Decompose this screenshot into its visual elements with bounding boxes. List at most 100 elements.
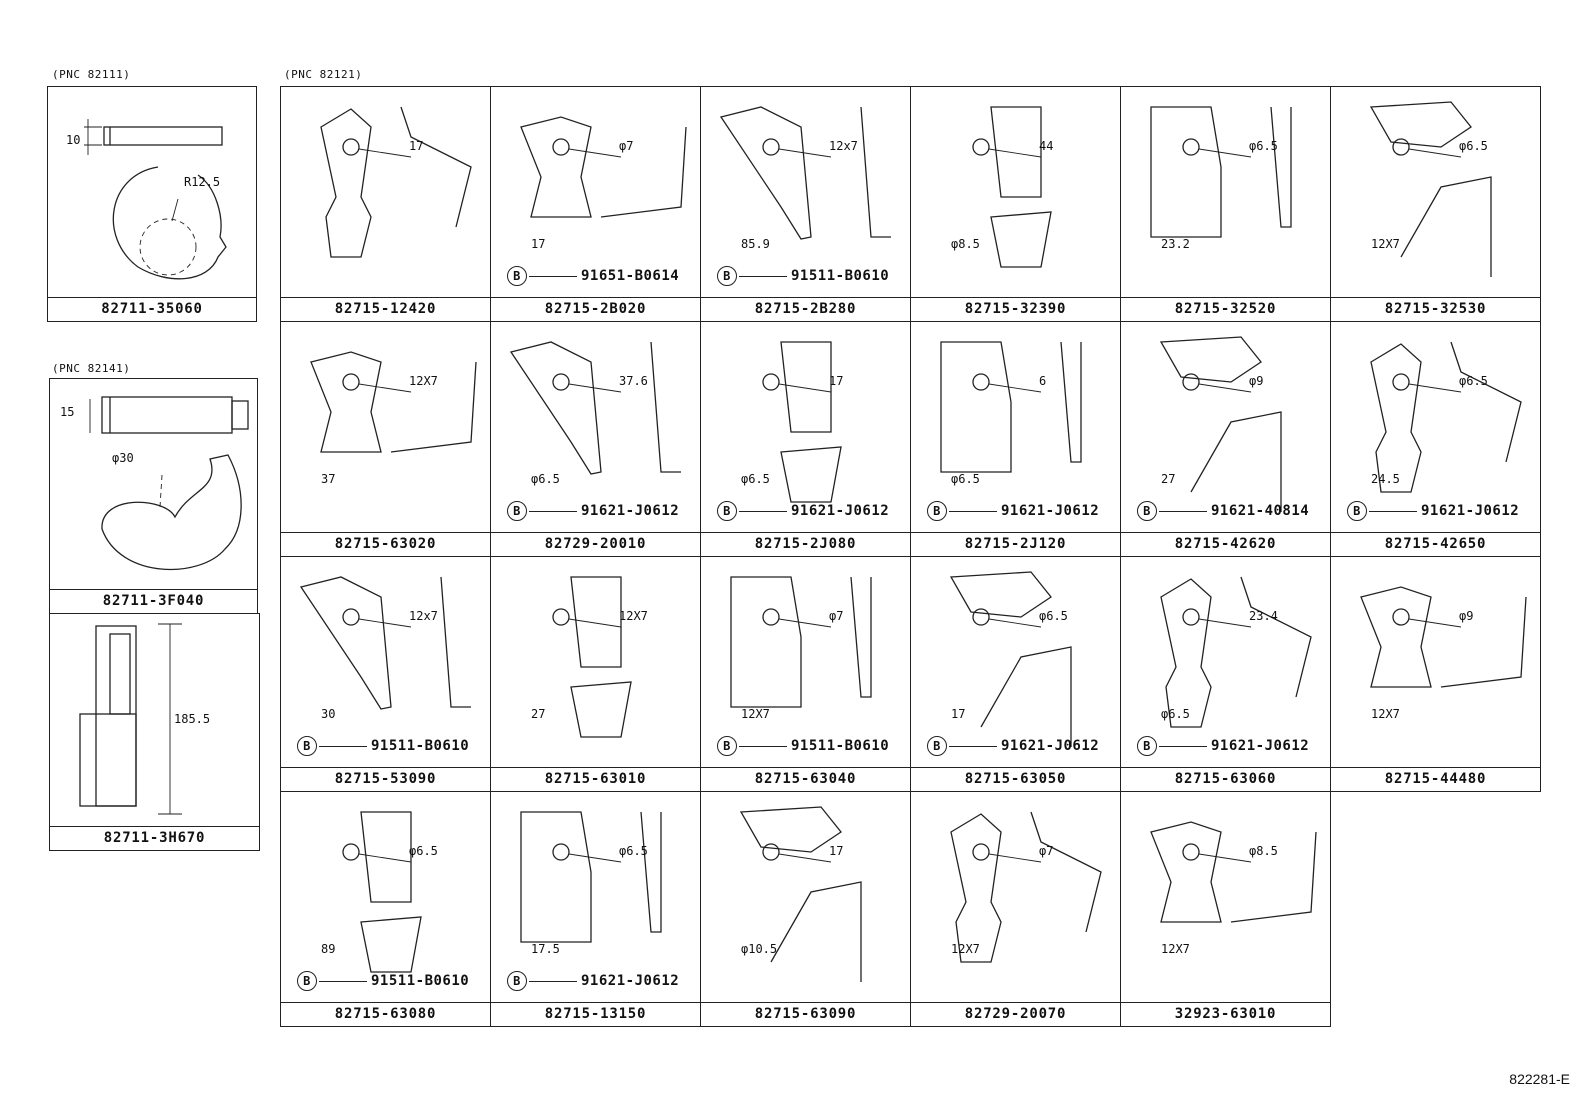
part-cell-82711-3H670[interactable]: 185.5 82711-3H670 (49, 613, 260, 851)
part-number: 82711-3H670 (50, 826, 259, 850)
part-number: 82711-35060 (48, 297, 256, 321)
bracket-drawing (320, 106, 472, 258)
bolt-symbol: B (1137, 736, 1157, 756)
diagram-reference: 822281-E (1509, 1071, 1570, 1087)
bolt-symbol: B (507, 971, 527, 991)
dimension-label: φ7 (619, 139, 634, 153)
part-number: 82715-63020 (281, 532, 490, 556)
dimension-label: φ6.5 (1459, 374, 1488, 388)
part-cell-82715-32520[interactable]: φ6.5 23.2 82715-32520 (1120, 86, 1331, 322)
dimension-label: 23.4 (1249, 609, 1278, 623)
dim-15: 15 (60, 405, 75, 419)
leader-line (949, 745, 997, 747)
bracket-drawing (719, 106, 891, 240)
leader-line (529, 980, 577, 982)
part-number: 82715-32520 (1121, 297, 1330, 321)
bolt-part-number: 91621-J0612 (1001, 738, 1100, 754)
dimension-label: φ7 (829, 609, 844, 623)
bracket-drawing (940, 341, 1082, 473)
dimension-label: φ6.5 (951, 472, 980, 486)
part-number: 82715-2J120 (911, 532, 1120, 556)
bracket-drawing (1159, 336, 1282, 512)
part-number: 82729-20070 (911, 1002, 1120, 1026)
dimension-label: 12x7 (409, 609, 438, 623)
part-cell-82729-20070[interactable]: φ7 12X7 82729-20070 (910, 791, 1121, 1027)
part-number: 82715-63050 (911, 767, 1120, 791)
bolt-part-number: 91621-J0612 (1421, 503, 1520, 519)
part-number: 82715-63080 (281, 1002, 490, 1026)
part-number: 82715-2B280 (701, 297, 910, 321)
part-number: 82715-2J080 (701, 532, 910, 556)
part-cell-82711-35060[interactable]: 10 R12.5 82711-35060 (47, 86, 257, 322)
leader-line (1369, 510, 1417, 512)
part-number: 82715-63040 (701, 767, 910, 791)
bolt-symbol: B (717, 501, 737, 521)
bracket-drawing (552, 576, 632, 738)
leader-line (739, 745, 787, 747)
dimension-label: φ9 (1249, 374, 1264, 388)
leader-line (1159, 510, 1207, 512)
dimension-label: 12X7 (1371, 237, 1400, 251)
dimension-label: 12X7 (951, 942, 980, 956)
part-number: 82715-12420 (281, 297, 490, 321)
dimension-label: φ7 (1039, 844, 1054, 858)
part-cell-82715-12420[interactable]: 17 82715-12420 (280, 86, 491, 322)
dimension-label: φ6.5 (741, 472, 770, 486)
dimension-label: φ6.5 (1039, 609, 1068, 623)
bracket-drawing (1369, 101, 1492, 277)
pnc-82111-label: (PNC 82111) (52, 68, 131, 81)
leader-line (739, 510, 787, 512)
part-number: 82715-53090 (281, 767, 490, 791)
dimension-label: φ6.5 (1249, 139, 1278, 153)
leader-line (949, 510, 997, 512)
part-cell-82711-3F040[interactable]: 15 φ30 82711-3F040 (49, 378, 258, 614)
bracket-drawing (1150, 821, 1317, 923)
bracket-drawing (520, 811, 662, 943)
dimension-label: 23.2 (1161, 237, 1190, 251)
bracket-drawing (762, 341, 842, 503)
dimension-label: 17 (531, 237, 546, 251)
leader-line (739, 275, 787, 277)
part-number: 82715-63060 (1121, 767, 1330, 791)
dimension-label: φ9 (1459, 609, 1474, 623)
bracket-drawing (950, 811, 1102, 963)
bracket-drawing (1160, 576, 1312, 728)
dimension-label: φ6.5 (531, 472, 560, 486)
dimension-label: 17 (829, 844, 844, 858)
bolt-part-number: 91511-B0610 (371, 973, 470, 989)
bolt-symbol: B (927, 501, 947, 521)
dimension-label: φ6.5 (409, 844, 438, 858)
pnc-82141-label: (PNC 82141) (52, 362, 131, 375)
part-number: 32923-63010 (1121, 1002, 1330, 1026)
dimension-label: 12X7 (619, 609, 648, 623)
dimension-label: 85.9 (741, 237, 770, 251)
dimension-label: 17 (409, 139, 424, 153)
